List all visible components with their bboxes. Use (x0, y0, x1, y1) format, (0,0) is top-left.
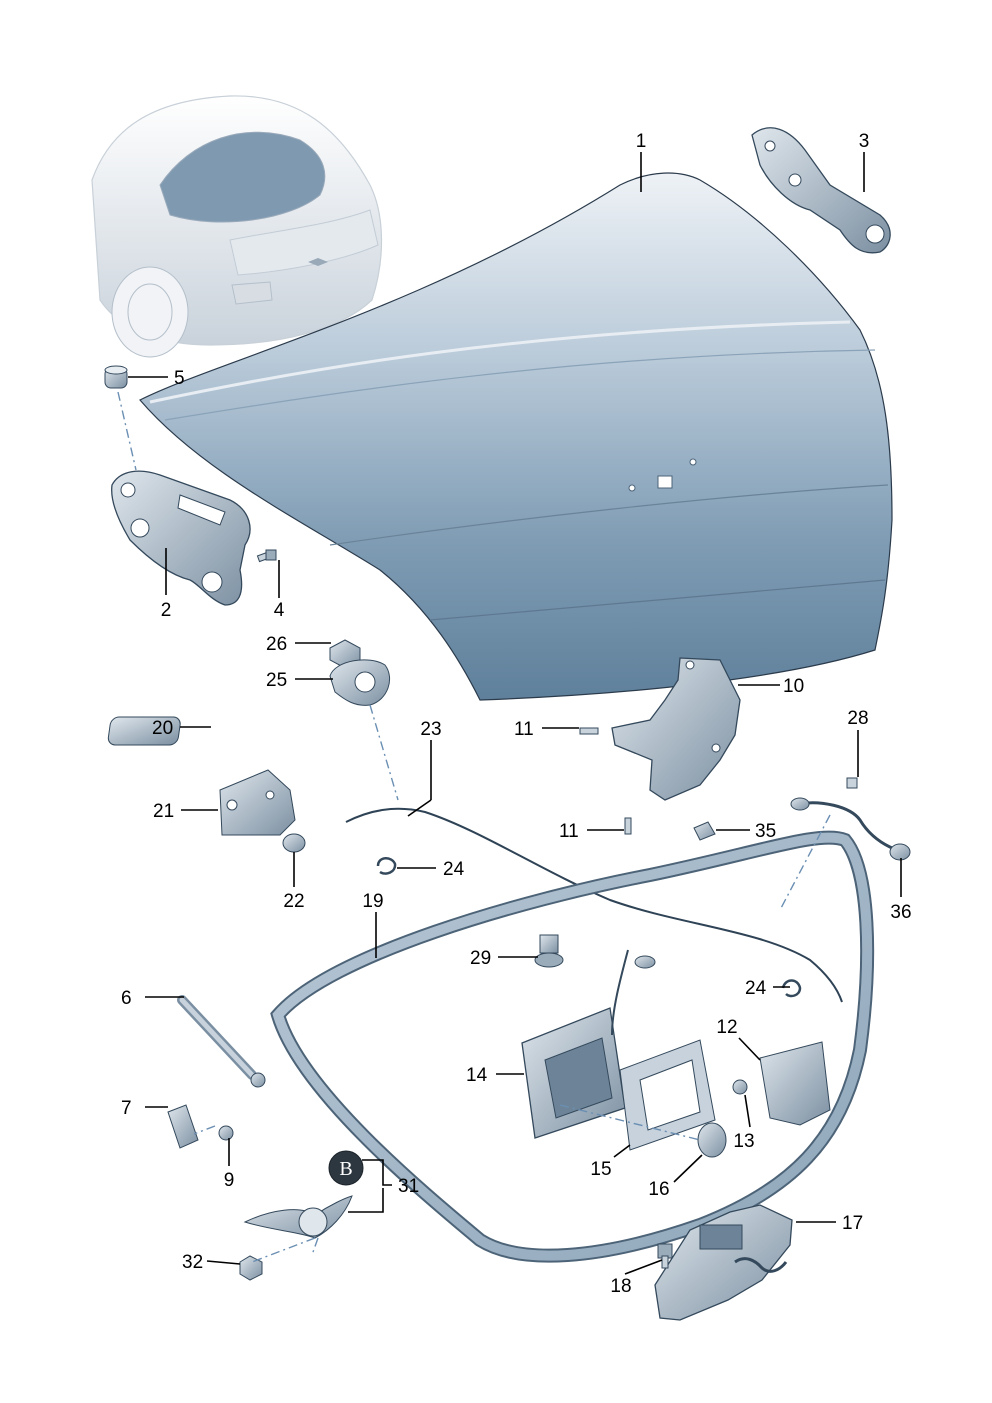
bolt-part-4 (256, 549, 277, 563)
callout-19: 19 (362, 891, 383, 912)
screw-part-11-upper (579, 727, 599, 735)
callout-25: 25 (266, 670, 287, 691)
bracket-part-12 (759, 1041, 831, 1126)
callout-2: 2 (161, 600, 172, 621)
screw-part-11-lower (624, 817, 632, 835)
seal-part-19 (270, 830, 875, 1263)
reference-car-illustration (91, 95, 383, 358)
bracket-part-21 (219, 769, 296, 836)
callout-18: 18 (610, 1276, 631, 1297)
gasket-part-15 (619, 1039, 716, 1151)
callout-3: 3 (859, 131, 870, 152)
cable-part-36 (790, 797, 911, 861)
callout-31: 31 (398, 1176, 419, 1197)
nut-part-32 (239, 1255, 263, 1281)
callout-21: 21 (153, 801, 174, 822)
callout-6: 6 (121, 988, 132, 1009)
cover-part-16 (697, 1122, 727, 1158)
callout-10: 10 (783, 676, 804, 697)
badge-letter: B (339, 1158, 352, 1180)
callout-12: 12 (716, 1017, 737, 1038)
nut-part-22 (282, 833, 306, 853)
callout-36: 36 (890, 902, 911, 923)
callout-29: 29 (470, 948, 491, 969)
callout-22: 22 (283, 891, 304, 912)
callout-23: 23 (420, 719, 441, 740)
callout-labels: 1 2 3 4 5 6 7 9 10 11 11 12 13 14 15 16 … (121, 131, 912, 1297)
callout-4: 4 (274, 600, 285, 621)
callout-15: 15 (590, 1159, 611, 1180)
callout-5: 5 (174, 368, 185, 389)
lock-bracket-part-10 (611, 657, 741, 801)
handle-part-20 (107, 716, 181, 746)
housing-part-14 (521, 949, 656, 1139)
callout-20: 20 (152, 718, 173, 739)
release-cable-part-23 (345, 807, 843, 1003)
gas-strut-part-6 (177, 995, 266, 1088)
callout-11-lower: 11 (559, 821, 579, 842)
callout-35: 35 (755, 821, 776, 842)
callout-9: 9 (224, 1170, 235, 1191)
screw-part-28 (846, 777, 858, 789)
bracket-part-7 (167, 1104, 199, 1149)
callout-16: 16 (648, 1179, 669, 1200)
plug-part-29 (534, 934, 564, 968)
callout-26: 26 (266, 634, 287, 655)
callout-14: 14 (466, 1065, 488, 1086)
bolt-part-18 (657, 1243, 673, 1269)
callout-11-upper: 11 (514, 719, 534, 740)
nut-part-9 (218, 1125, 234, 1141)
clip-part-24-right (781, 979, 802, 998)
callout-17: 17 (842, 1213, 863, 1234)
callout-24-right: 24 (745, 978, 767, 999)
hinge-part-3 (751, 127, 891, 254)
callout-13: 13 (733, 1131, 754, 1152)
lock-part-17 (654, 1204, 793, 1321)
assembly-guide-lines (117, 391, 831, 1263)
hinge-part-2 (111, 470, 251, 606)
buffer-part-5 (104, 365, 128, 389)
leader-lines (128, 152, 902, 1275)
callout-1: 1 (636, 131, 647, 152)
clip-part-25 (329, 659, 390, 706)
callout-7: 7 (121, 1098, 132, 1119)
callout-32: 32 (182, 1252, 203, 1273)
clip-part-24-left (376, 857, 397, 875)
badge-part-31: B (328, 1150, 364, 1186)
callout-28: 28 (847, 708, 868, 729)
winged-emblem-part-31 (243, 1195, 353, 1239)
buffer-part-35 (693, 821, 716, 841)
nut-part-13 (732, 1079, 748, 1095)
boot-lid-part-1 (139, 172, 893, 701)
callout-24-left: 24 (443, 859, 465, 880)
